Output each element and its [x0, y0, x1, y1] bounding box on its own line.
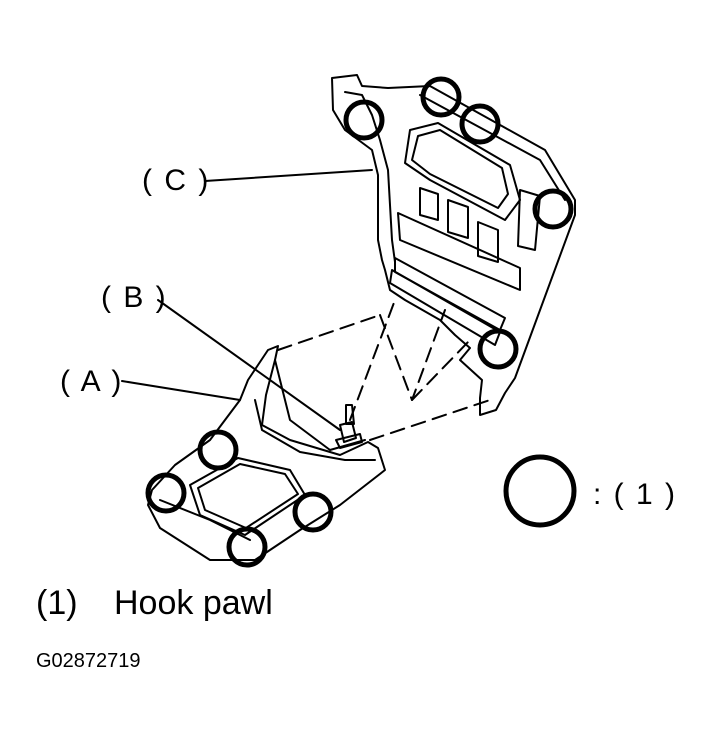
leader-line-c [204, 169, 373, 182]
hook-pawl-marker [197, 429, 239, 471]
hook-pawl-marker [145, 472, 187, 514]
legend-label: : ( 1 ) [593, 478, 678, 511]
hook-pawl-marker [532, 188, 574, 230]
hook-pawl-marker [420, 76, 462, 118]
hook-pawl-marker [292, 491, 334, 533]
leader-line-a [121, 380, 241, 401]
caption-number: (1) [36, 584, 78, 622]
legend-circle-icon [503, 454, 577, 528]
leader-line-b [157, 299, 341, 431]
callout-label-c: ( C ) [142, 164, 211, 197]
caption: (1) Hook pawl [36, 584, 273, 623]
panel-c-outline [331, 74, 576, 416]
hook-pawl-marker [226, 526, 268, 568]
hook-pawl-marker [459, 103, 501, 145]
callout-label-b: ( B ) [101, 281, 168, 314]
caption-text: Hook pawl [114, 584, 273, 622]
callout-label-a: ( A ) [60, 365, 124, 398]
figure-id: G02872719 [36, 650, 141, 672]
hook-pawl-marker [477, 328, 519, 370]
assembly-dashed-lines [277, 299, 491, 441]
hook-pawl-marker [343, 99, 385, 141]
